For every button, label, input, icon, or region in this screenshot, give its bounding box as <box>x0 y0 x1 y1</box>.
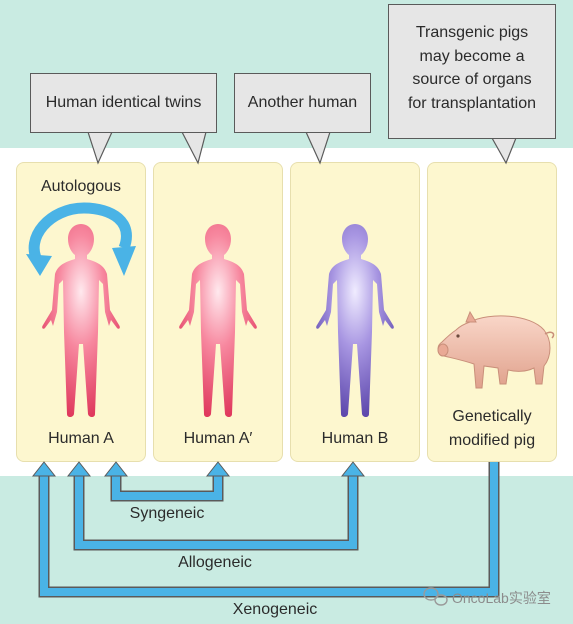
human-a-prime-figure <box>179 224 257 417</box>
callout-pigs-line: Transgenic pigs <box>415 24 529 41</box>
pig-icon <box>437 310 555 389</box>
callout-another-human: Another human <box>234 73 371 133</box>
human-b-label: Human B <box>321 430 389 447</box>
pig-label: Genetically modified pig <box>427 405 557 453</box>
pig-label-line: Genetically <box>452 408 532 425</box>
callout-pigs-line: source of organs <box>412 71 532 88</box>
callout-another-human-text: Another human <box>247 94 358 111</box>
human-b-figure <box>316 224 394 417</box>
callout-identical-twins-text: Human identical twins <box>45 94 202 111</box>
wechat-icon <box>423 587 448 606</box>
watermark-text: OncoLab实验室 <box>452 590 551 606</box>
callout-pigs-line: may become a <box>419 47 525 65</box>
panel-pig <box>427 162 557 462</box>
callout-pigs-line: for transplantation <box>407 94 537 112</box>
human-a-label: Human A <box>48 430 114 447</box>
autologous-label: Autologous <box>40 178 122 195</box>
callout-identical-twins: Human identical twins <box>30 73 217 133</box>
allogeneic-label: Allogeneic <box>178 554 252 571</box>
xenogeneic-connector <box>31 461 500 598</box>
autologous-circular-arrow-icon <box>26 202 136 276</box>
syngeneic-connector <box>103 461 231 502</box>
human-a-figure <box>42 224 120 417</box>
human-a-prime-label: Human A′ <box>183 430 253 447</box>
allogeneic-connector <box>66 461 366 551</box>
xenogeneic-label: Xenogeneic <box>232 601 318 618</box>
syngeneic-label: Syngeneic <box>129 505 205 522</box>
callout-transgenic-pigs: Transgenic pigs may become a source of o… <box>388 4 556 139</box>
pig-label-line: modified pig <box>448 432 536 449</box>
